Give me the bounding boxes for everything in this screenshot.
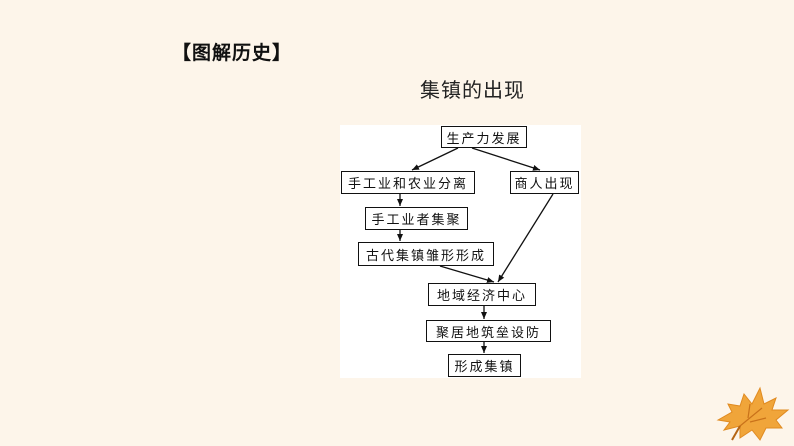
node-embryo: 古代集镇雏形形成 — [358, 242, 494, 266]
maple-leaf-icon — [710, 382, 794, 446]
arrow-embryo-to-center — [439, 265, 495, 283]
diagram-title: 集镇的出现 — [420, 78, 525, 102]
arrow-productivity-to-merchants — [471, 147, 541, 171]
arrow-productivity-to-division — [411, 147, 459, 171]
flowchart-panel: 生产力发展 手工业和农业分离 商人出现 手工业者集聚 古代集镇雏形形成 地域经济… — [340, 125, 581, 378]
node-merchants: 商人出现 — [510, 171, 579, 194]
node-fortify: 聚居地筑垒设防 — [426, 320, 551, 342]
node-productivity: 生产力发展 — [441, 126, 527, 148]
node-gathering: 手工业者集聚 — [365, 207, 468, 230]
node-center: 地域经济中心 — [428, 283, 536, 306]
node-towns: 形成集镇 — [448, 354, 521, 377]
section-heading: 【图解历史】 — [172, 42, 293, 64]
arrow-merchants-to-center — [497, 193, 554, 283]
node-division: 手工业和农业分离 — [341, 171, 475, 194]
flowchart-connectors — [397, 147, 554, 353]
